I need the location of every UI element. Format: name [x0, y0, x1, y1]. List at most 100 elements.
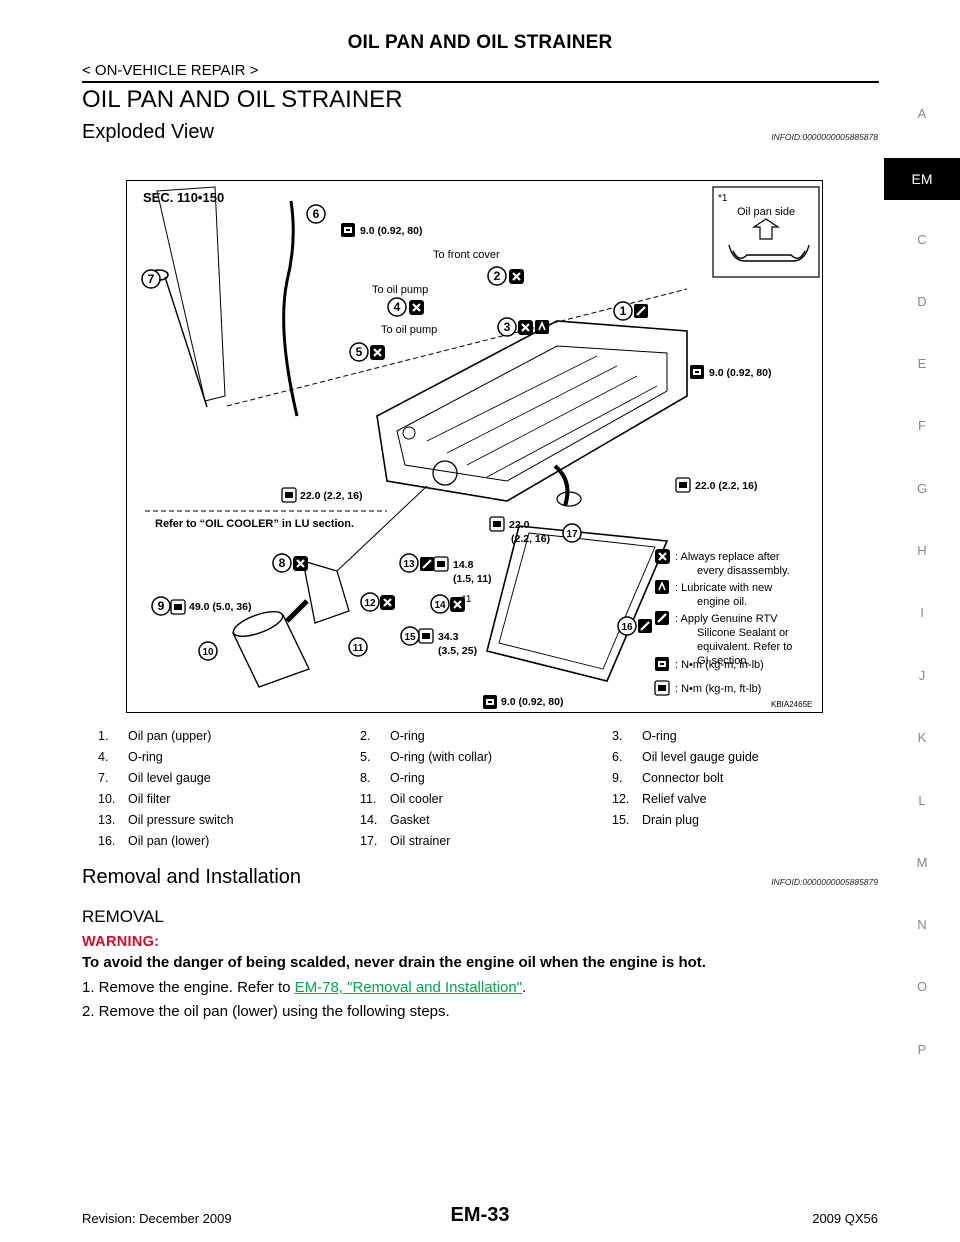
callout-15: 15: [400, 626, 420, 646]
torque-label-6a: 14.8: [453, 559, 474, 571]
part-item: 8.O-ring: [360, 771, 425, 785]
parts-row: 16. Oil pan (lower) 17.Oil strainer: [98, 834, 858, 855]
step-1-link[interactable]: EM-78, "Removal and Installation": [294, 979, 523, 996]
tab-o[interactable]: O: [916, 979, 928, 994]
svg-text:7: 7: [148, 272, 155, 286]
warning-label: WARNING:: [82, 934, 160, 950]
callout-5: 5: [349, 342, 369, 362]
removal-infoid: INFOID:0000000005885879: [771, 877, 878, 887]
part-item: 15. Drain plug: [612, 813, 699, 827]
svg-text:16: 16: [621, 622, 633, 633]
part-item: 9.Connector bolt: [612, 771, 723, 785]
tab-g[interactable]: G: [916, 481, 928, 496]
part-item: 7.Oil level gauge: [98, 771, 211, 785]
tab-j[interactable]: J: [918, 668, 926, 683]
torque-label-3: 22.0 (2.2, 16): [300, 490, 362, 502]
part-item: 5.O-ring (with collar): [360, 750, 492, 764]
callout-6: 6: [306, 204, 326, 224]
part-item: 11.Oil cooler: [360, 792, 443, 806]
removal-heading: Removal and Installation: [82, 866, 302, 888]
gasket-section: [728, 244, 810, 262]
part-name: Oil pan (upper): [128, 729, 212, 743]
part-item: 12.Relief valve: [612, 792, 707, 806]
part-name: Oil cooler: [390, 792, 443, 806]
svg-text:17: 17: [566, 529, 578, 540]
svg-text:2: 2: [494, 269, 501, 283]
callout-9: 9: [151, 596, 171, 616]
svg-text:*1: *1: [462, 594, 472, 605]
part-name: Oil pan (lower): [128, 834, 210, 848]
svg-text:9: 9: [158, 599, 165, 613]
tab-m[interactable]: M: [916, 855, 928, 870]
part-number: 6.: [612, 750, 623, 764]
part-number: 15.: [612, 813, 630, 827]
tab-k[interactable]: K: [917, 730, 927, 745]
part-number: 2.: [360, 729, 371, 743]
dipstick-outline: [156, 186, 226, 402]
legend-rtv-2: Silicone Sealant or: [697, 627, 789, 639]
to-front-cover-label: To front cover: [433, 249, 500, 261]
torque-label-7: 49.0 (5.0, 36): [189, 601, 251, 613]
warning-text: To avoid the danger of being scalded, ne…: [82, 954, 706, 971]
part-number: 4.: [98, 750, 109, 764]
tab-n[interactable]: N: [917, 917, 927, 932]
tab-d[interactable]: D: [917, 294, 927, 309]
torque-label-1: 9.0 (0.92, 80): [360, 225, 422, 237]
callout-4: 4: [387, 297, 407, 317]
part-item: 17.Oil strainer: [360, 834, 450, 848]
tab-p[interactable]: P: [917, 1042, 927, 1057]
tab-h[interactable]: H: [917, 543, 927, 558]
footer-page-number: EM-33: [450, 1204, 510, 1226]
callout-10: 10: [198, 641, 218, 661]
section-line: [226, 288, 688, 407]
inset-label: Oil pan side: [737, 206, 795, 218]
tab-a[interactable]: A: [917, 106, 927, 121]
step-2: 2. Remove the oil pan (lower) using the …: [82, 1003, 450, 1020]
torque-label-2: 9.0 (0.92, 80): [709, 367, 771, 379]
exploded-view-infoid: INFOID:0000000005885878: [771, 132, 878, 142]
callout-12: 12: [360, 592, 380, 612]
svg-text:4: 4: [394, 300, 401, 314]
part-item: 3.O-ring: [612, 729, 677, 743]
tab-i[interactable]: I: [920, 605, 924, 620]
legend-rtv-3: equivalent. Refer to: [697, 641, 792, 653]
exploded-view-heading: Exploded View: [82, 121, 214, 143]
svg-text:8: 8: [279, 556, 286, 570]
oil-filter-drawing: [232, 611, 310, 688]
part-name: Oil level gauge guide: [642, 750, 759, 764]
svg-text:6: 6: [313, 207, 320, 221]
part-number: 3.: [612, 729, 623, 743]
section-title: OIL PAN AND OIL STRAINER: [82, 86, 403, 113]
part-number: 10.: [98, 792, 116, 806]
svg-text:11: 11: [353, 643, 364, 654]
callout-17: 17: [562, 523, 582, 543]
tab-em[interactable]: EM: [884, 158, 960, 200]
part-name: Oil pressure switch: [128, 813, 234, 827]
to-oil-pump-label-2: To oil pump: [381, 324, 437, 336]
strainer-drawing: [553, 464, 570, 507]
legend-lube-2: engine oil.: [697, 596, 747, 608]
part-item: 1.Oil pan (upper): [98, 729, 211, 743]
callout-3: 3: [497, 317, 517, 337]
tab-c[interactable]: C: [917, 232, 927, 247]
to-oil-pump-label-1: To oil pump: [372, 284, 428, 296]
part-name: Drain plug: [642, 813, 699, 827]
torque-label-9: 9.0 (0.92, 80): [501, 696, 563, 708]
breadcrumb: < ON-VEHICLE REPAIR >: [82, 62, 259, 79]
refer-label: Refer to “OIL COOLER” in LU section.: [155, 518, 354, 530]
footer-revision: Revision: December 2009: [82, 1211, 232, 1226]
tab-f[interactable]: F: [918, 418, 926, 433]
torque-label-4: 22.0 (2.2, 16): [695, 480, 757, 492]
tab-l[interactable]: L: [918, 793, 926, 808]
part-item: 6. Oil level gauge guide: [612, 750, 759, 764]
torque-label-8b: (3.5, 25): [438, 645, 477, 657]
tab-e[interactable]: E: [917, 356, 927, 371]
gauge-guide-tube: [282, 200, 299, 417]
inset-box: [712, 186, 820, 278]
torque-label-6b: (1.5, 11): [453, 573, 492, 585]
svg-text:*1: *1: [718, 193, 728, 204]
part-number: 16.: [98, 834, 116, 848]
torque-label-5b: (2.2, 16): [511, 533, 550, 545]
part-number: 12.: [612, 792, 630, 806]
